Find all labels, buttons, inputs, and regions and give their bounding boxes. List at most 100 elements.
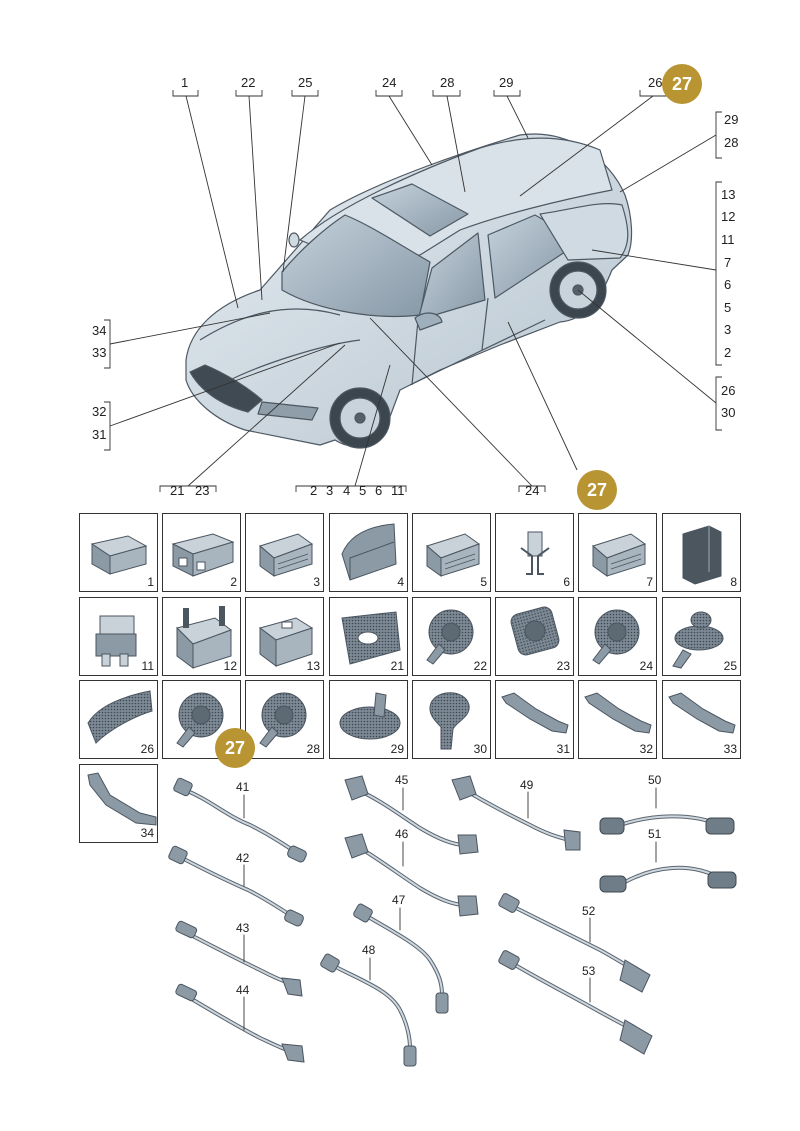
part-cell[interactable]: 2 xyxy=(162,513,241,592)
part-cell[interactable]: 12 xyxy=(162,597,241,676)
part-illustration xyxy=(520,531,550,575)
part-cell[interactable]: 13 xyxy=(245,597,324,676)
part-cell[interactable]: 4 xyxy=(329,513,408,592)
part-cell[interactable]: 25 xyxy=(662,597,741,676)
wire-label-43: 43 xyxy=(236,921,250,935)
callout-bottom: 2 xyxy=(310,483,318,498)
wire-label-41: 41 xyxy=(236,780,250,794)
part-cell[interactable]: 30 xyxy=(412,680,491,759)
part-illustration xyxy=(682,525,722,585)
callout-lines xyxy=(104,90,722,492)
part-number: 22 xyxy=(473,659,487,673)
part-cell[interactable]: 5 xyxy=(412,513,491,592)
callout-right: 11 xyxy=(721,232,735,247)
part-number: 30 xyxy=(473,742,487,756)
part-number: 23 xyxy=(556,659,570,673)
callout-right: 5 xyxy=(724,300,732,315)
callout-left: 34 xyxy=(92,323,107,338)
wire-label-47: 47 xyxy=(392,893,406,907)
part-number: 8 xyxy=(730,575,737,589)
callout-top-1: 1 xyxy=(181,75,189,90)
callout-top-22: 22 xyxy=(241,75,256,90)
callout-right: 13 xyxy=(721,187,736,202)
wire-label-49: 49 xyxy=(520,778,534,792)
callout-right: 29 xyxy=(724,112,739,127)
wire-label-46: 46 xyxy=(395,827,409,841)
part-cell[interactable]: 31 xyxy=(495,680,574,759)
callout-bottom: 23 xyxy=(195,483,210,498)
part-illustration xyxy=(87,772,157,826)
callout-left: 33 xyxy=(92,345,107,360)
part-number: 25 xyxy=(723,659,737,673)
callout-bottom: 5 xyxy=(359,483,367,498)
callout-right: 3 xyxy=(724,322,732,337)
wire-label-45: 45 xyxy=(395,773,409,787)
callout-right: 30 xyxy=(721,405,736,420)
part-cell[interactable]: 11 xyxy=(79,597,158,676)
part-cell[interactable]: 1 xyxy=(79,513,158,592)
callout-top-28: 28 xyxy=(440,75,455,90)
car-illustration xyxy=(185,133,633,449)
part-number: 3 xyxy=(313,575,320,589)
part-number: 34 xyxy=(140,826,154,840)
part-cell[interactable]: 21 xyxy=(329,597,408,676)
wire-label-51: 51 xyxy=(648,827,662,841)
wire-harnesses xyxy=(168,775,737,1067)
part-number: 33 xyxy=(723,742,737,756)
part-illustration xyxy=(425,533,481,577)
part-cell[interactable]: 6 xyxy=(495,513,574,592)
callout-left: 31 xyxy=(92,427,107,442)
part-cell[interactable]: 22 xyxy=(412,597,491,676)
callout-top-26: 26 xyxy=(648,75,663,90)
part-illustration xyxy=(95,615,137,667)
part-number: 6 xyxy=(563,575,570,589)
callout-bottom: 6 xyxy=(375,483,383,498)
part-illustration xyxy=(258,533,314,577)
part-number: 28 xyxy=(306,742,320,756)
callout-bottom: 3 xyxy=(326,483,334,498)
part-number: 13 xyxy=(306,659,320,673)
part-cell[interactable]: 33 xyxy=(662,680,741,759)
badge-27-grid: 27 xyxy=(215,728,255,768)
part-cell[interactable]: 29 xyxy=(329,680,408,759)
part-cell[interactable]: 26 xyxy=(79,680,158,759)
part-cell[interactable]: 32 xyxy=(578,680,657,759)
callout-top-25: 25 xyxy=(298,75,313,90)
callout-right: 28 xyxy=(724,135,739,150)
part-illustration xyxy=(339,692,401,740)
part-number: 32 xyxy=(639,742,653,756)
part-illustration xyxy=(584,692,652,734)
wire-label-42: 42 xyxy=(236,851,250,865)
part-illustration xyxy=(426,609,474,665)
part-number: 4 xyxy=(397,575,404,589)
callout-bottom: 24 xyxy=(525,483,540,498)
part-illustration xyxy=(592,609,640,665)
wire-label-44: 44 xyxy=(236,983,250,997)
callout-top-29: 29 xyxy=(499,75,514,90)
part-cell[interactable]: 24 xyxy=(578,597,657,676)
part-number: 21 xyxy=(390,659,404,673)
badge-27-top: 27 xyxy=(662,64,702,104)
callout-top-24: 24 xyxy=(382,75,397,90)
part-cell[interactable]: 28 xyxy=(245,680,324,759)
wire-label-52: 52 xyxy=(582,904,596,918)
part-illustration xyxy=(176,692,224,748)
part-illustration xyxy=(672,611,724,669)
part-cell[interactable]: 7 xyxy=(578,513,657,592)
callout-bottom: 11 xyxy=(391,483,405,498)
callout-right: 2 xyxy=(724,345,732,360)
part-number: 5 xyxy=(480,575,487,589)
part-cell[interactable]: 3 xyxy=(245,513,324,592)
part-cell[interactable]: 8 xyxy=(662,513,741,592)
part-illustration xyxy=(87,690,153,744)
part-cell[interactable]: 34 xyxy=(79,764,158,843)
callout-right: 6 xyxy=(724,277,732,292)
callout-right: 26 xyxy=(721,383,736,398)
part-number: 29 xyxy=(390,742,404,756)
callout-right: 7 xyxy=(724,255,732,270)
part-cell[interactable]: 23 xyxy=(495,597,574,676)
part-number: 7 xyxy=(646,575,653,589)
part-number: 24 xyxy=(639,659,653,673)
part-illustration xyxy=(591,533,647,577)
